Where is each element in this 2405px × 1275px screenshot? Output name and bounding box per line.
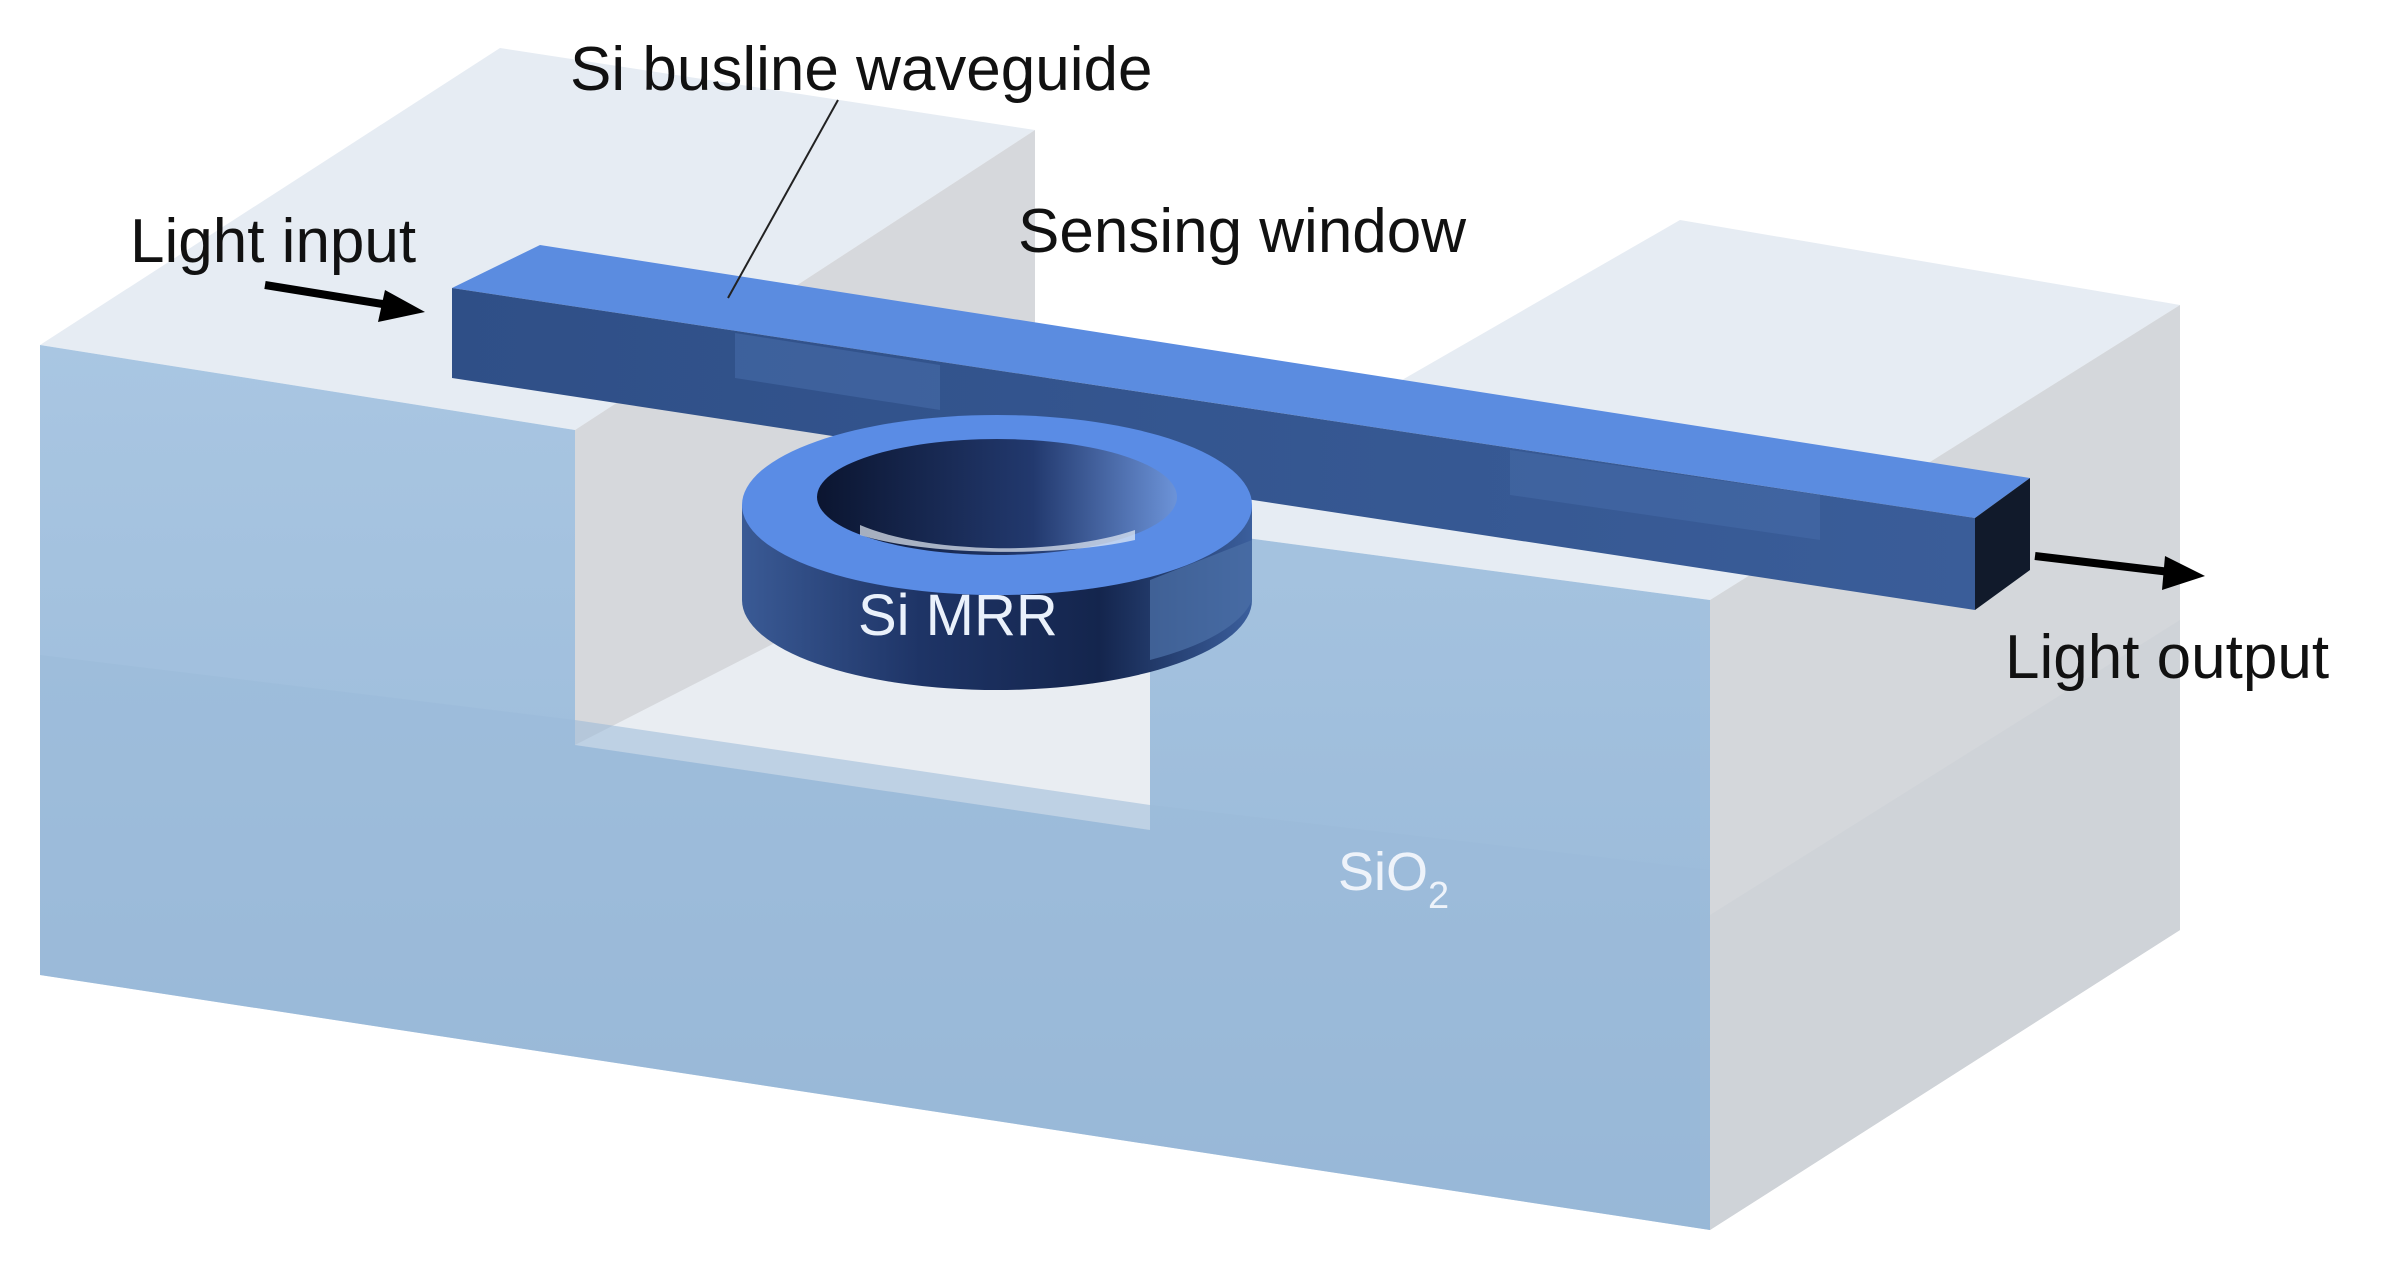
ring-inner-rim bbox=[860, 525, 1135, 552]
busline-leader-line bbox=[727, 99, 839, 299]
sensing-window-label: Sensing window bbox=[1018, 197, 1466, 266]
waveguide-segment-highlight bbox=[735, 333, 940, 410]
ring-side-light bbox=[1150, 540, 1252, 660]
sio2-label-main: SiO bbox=[1338, 842, 1428, 902]
substrate-right-side-lower bbox=[1710, 620, 2180, 1230]
left-cladding-top bbox=[40, 48, 1035, 430]
light-input-arrow bbox=[264, 281, 425, 322]
si-mrr-ring bbox=[742, 415, 1252, 690]
waveguide-top-face bbox=[452, 245, 2030, 518]
sio2-label-subscript: 2 bbox=[1428, 875, 1449, 917]
busline-label: Si busline waveguide bbox=[570, 35, 1153, 104]
light-input-label: Light input bbox=[130, 207, 416, 276]
light-output-arrow bbox=[2034, 552, 2205, 590]
waveguide-end-face bbox=[1975, 478, 2030, 610]
ring-inner-hole bbox=[817, 439, 1177, 555]
sio2-label: SiO2 bbox=[1338, 842, 1449, 917]
busline-waveguide bbox=[452, 245, 2030, 610]
lower-cladding-band bbox=[40, 655, 1710, 1230]
waveguide-segment-highlight-2 bbox=[1510, 450, 1820, 540]
mrr-label: Si MRR bbox=[858, 583, 1058, 648]
light-output-label: Light output bbox=[2005, 623, 2329, 692]
